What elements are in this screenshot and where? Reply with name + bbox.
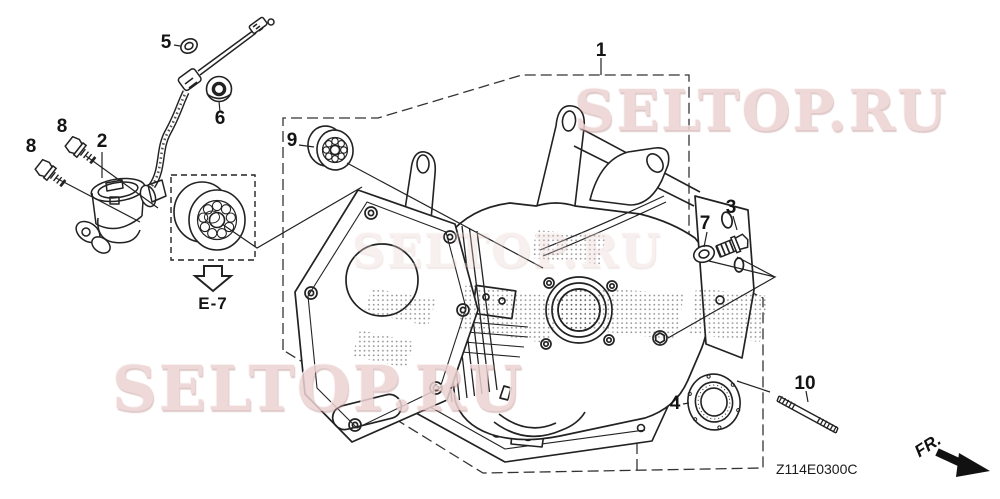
callout-10: 10: [794, 373, 816, 394]
callout-4: 4: [669, 393, 681, 414]
front-direction-arrow: [935, 448, 990, 477]
crankcase-arms: [403, 105, 701, 244]
callout-1: 1: [595, 40, 607, 61]
watermark-bottom-left: SELTOP.RU: [112, 352, 525, 425]
reference-label-e7: E-7: [198, 294, 228, 313]
halftone-shading: [352, 230, 768, 368]
callout-8-lower: 8: [25, 136, 37, 157]
reference-bearing-e7: [170, 174, 256, 261]
callout-3: 3: [725, 197, 737, 218]
watermark-middle: SELTOP.RU: [352, 224, 663, 278]
part-6-nut: [205, 75, 233, 103]
callout-5: 5: [160, 32, 172, 53]
leader-lines: [55, 44, 809, 405]
callout-9: 9: [286, 130, 298, 151]
callout-2: 2: [96, 131, 108, 152]
part-9-bearing: [307, 125, 354, 171]
e7-block-arrow: [192, 265, 234, 293]
callout-7: 7: [699, 213, 711, 234]
part-5-washer: [180, 37, 198, 55]
part-2-oil-level-switch: [75, 16, 275, 254]
part-7-washer: [692, 244, 716, 264]
watermark-top-right: SELTOP.RU: [574, 78, 949, 144]
part-10-stud-bolt: [776, 395, 839, 434]
part-3-drain-bolt: [715, 233, 749, 258]
callout-8-upper: 8: [56, 116, 68, 137]
callout-6: 6: [214, 108, 226, 129]
part-8-bolt-lower: [34, 158, 67, 188]
part-8-bolt-upper: [64, 135, 97, 165]
part-4-oil-seal: [687, 373, 741, 431]
diagram-code: Z114E0300C: [776, 461, 858, 477]
